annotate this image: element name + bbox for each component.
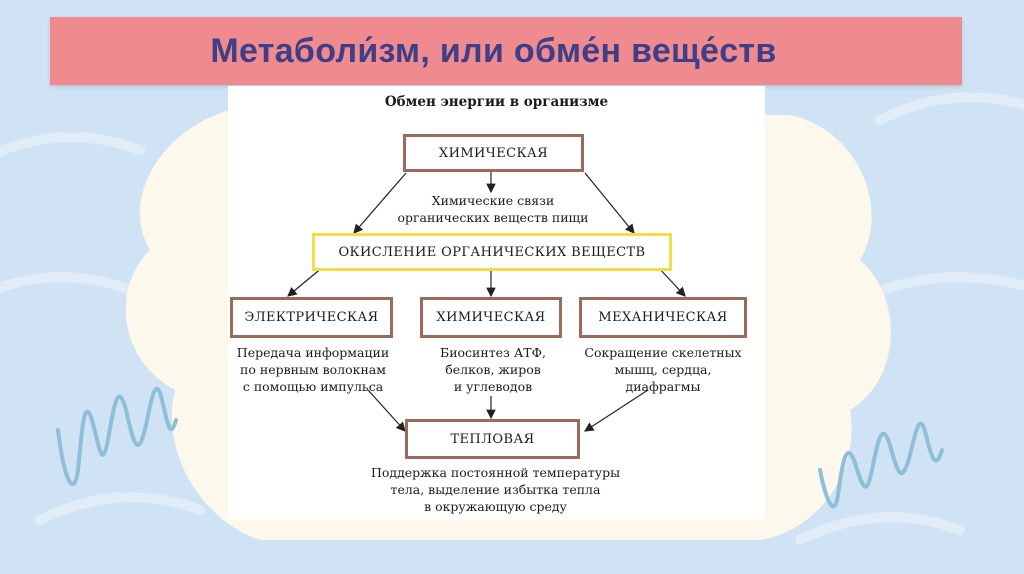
arrow-top-left	[353, 172, 407, 234]
box-thermal: ТЕПЛОВАЯ	[405, 419, 580, 459]
right-squiggle	[818, 421, 944, 509]
arrow-top-right	[584, 172, 635, 234]
diagram-arrows	[287, 170, 686, 432]
box-oxidation: ОКИСЛЕНИЕ ОРГАНИЧЕСКИХ ВЕЩЕСТВ	[312, 233, 672, 271]
arrow-mid-left	[287, 266, 324, 297]
note-chemical-bonds: Химические связи органических веществ пи…	[397, 193, 589, 225]
page-title: Метаболи́зм, или обме́н веще́ств	[210, 31, 777, 70]
box-chemical-mid: ХИМИЧЕСКАЯ	[420, 297, 562, 338]
box-mechanical: МЕХАНИЧЕСКАЯ	[579, 297, 747, 338]
box-electrical: ЭЛЕКТРИЧЕСКАЯ	[230, 297, 393, 338]
arrow-bottom-right	[583, 389, 649, 432]
arrow-bottom-left	[367, 389, 406, 432]
note-chemical: Биосинтез АТФ, белков, жиров и углеводов	[440, 345, 546, 394]
box-chemical-top: ХИМИЧЕСКАЯ	[403, 134, 584, 172]
note-electrical: Передача информации по нервным волокнам …	[236, 345, 390, 394]
energy-exchange-diagram: Обмен энергии в организме ХИМИЧЕСКАЯ Хим…	[228, 86, 765, 520]
note-mechanical: Сокращение скелетных мышц, сердца, диафр…	[584, 345, 742, 394]
title-banner: Метаболи́зм, или обме́н веще́ств	[50, 17, 962, 85]
note-thermal: Поддержка постоянной температуры тела, в…	[370, 465, 621, 514]
arrow-mid-right	[657, 266, 686, 297]
left-squiggle	[56, 386, 178, 486]
diagram-heading: Обмен энергии в организме	[384, 94, 609, 110]
